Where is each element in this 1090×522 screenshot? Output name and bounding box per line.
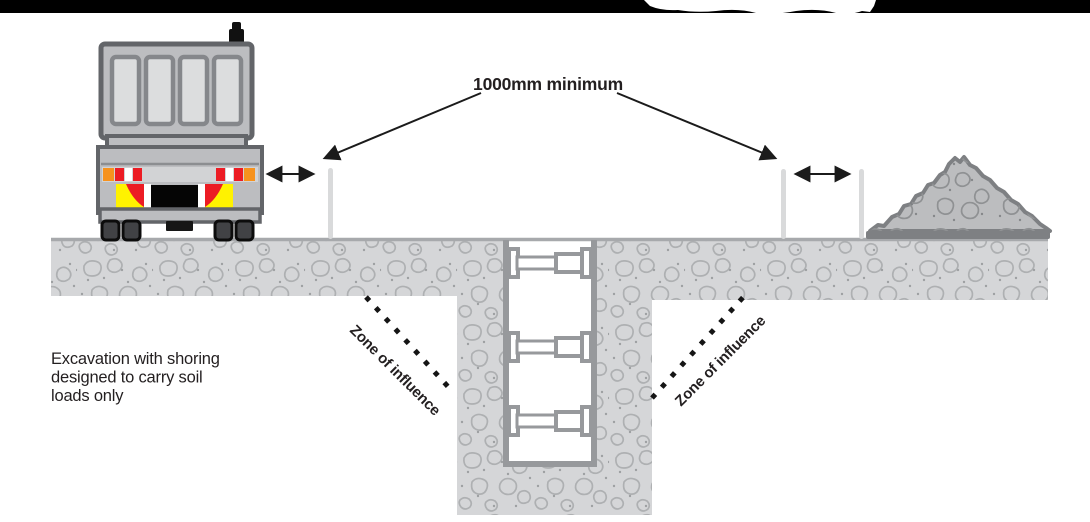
hydraulic-strut-middle: [507, 331, 593, 363]
page-top-bar: [0, 0, 1090, 13]
dump-truck: [96, 22, 264, 242]
zone-of-influence-label-left: Zone of influence: [346, 322, 443, 419]
leader-arrow-left: [322, 92, 482, 161]
hydraulic-strut-bottom: [507, 405, 593, 437]
zone-of-influence-label-right: Zone of influence: [672, 312, 769, 409]
zone-dashed-line-left: [364, 295, 454, 393]
number-plate: [151, 185, 198, 209]
caption-line-3: loads only: [51, 387, 124, 405]
chevron-panels: [116, 184, 233, 210]
trench-shoring: [503, 240, 597, 467]
zone-dashed-line-right: [650, 291, 749, 400]
distance-label: 1000mm minimum: [473, 74, 623, 94]
top-bar-erase-blob: [644, 0, 876, 14]
reflective-marker-strip: [102, 167, 258, 182]
marker-post-right-inner: [781, 169, 786, 239]
wheels: [100, 219, 255, 242]
soil-texture: [51, 238, 1048, 515]
spoil-pile-texture: [870, 157, 1050, 231]
caption-text: Excavation with shoring designed to carr…: [51, 350, 220, 405]
marker-post-left: [328, 168, 333, 239]
trench-floor-line: [503, 461, 597, 467]
rear-bumper: [98, 207, 262, 224]
marker-post-right-outer: [859, 169, 864, 239]
annotation-arrows: [265, 92, 852, 183]
tipper-panels: [109, 54, 244, 127]
caption-line-1: Excavation with shoring: [51, 350, 220, 368]
hydraulic-strut-top: [507, 247, 593, 279]
leader-arrow-right: [616, 92, 778, 161]
shoring-wall-right: [591, 240, 597, 466]
tow-hitch: [166, 221, 193, 231]
shoring-wall-left: [503, 240, 509, 466]
spoil-pile: [866, 155, 1052, 239]
caption-line-2: designed to carry soil: [51, 369, 203, 387]
